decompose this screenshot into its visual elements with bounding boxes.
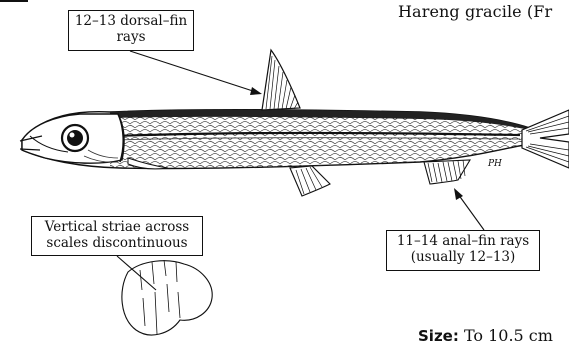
artist-mark: PH bbox=[487, 159, 502, 169]
scale-closeup bbox=[122, 260, 212, 335]
dorsal-fin bbox=[262, 50, 300, 110]
pelvic-fin bbox=[290, 166, 330, 196]
dorsal-fin-label-line-2: rays bbox=[73, 29, 189, 45]
scale-striae-label: Vertical striae across scales discontinu… bbox=[31, 216, 203, 256]
dorsal-fin-label: 12–13 dorsal–fin rays bbox=[68, 10, 194, 51]
anal-fin-label-line-2: (usually 12–13) bbox=[391, 249, 535, 265]
anal-fin-label-line-1: 11–14 anal–fin rays bbox=[391, 233, 535, 249]
anal-fin-label: 11–14 anal–fin rays (usually 12–13) bbox=[386, 230, 540, 271]
dorsal-arrowhead bbox=[250, 87, 262, 95]
scale-striae-label-line-1: Vertical striae across bbox=[36, 219, 198, 235]
scale-striae-label-line-2: scales discontinuous bbox=[36, 235, 198, 251]
dorsal-pointer bbox=[130, 51, 256, 92]
size-value: To 10.5 cm bbox=[459, 326, 553, 345]
anal-pointer bbox=[458, 194, 484, 230]
caudal-fin bbox=[522, 110, 569, 168]
size-info: Size: To 10.5 cm bbox=[418, 326, 553, 345]
anal-fin bbox=[424, 160, 470, 184]
size-label: Size: bbox=[418, 327, 459, 345]
dorsal-fin-label-line-1: 12–13 dorsal–fin bbox=[73, 13, 189, 29]
